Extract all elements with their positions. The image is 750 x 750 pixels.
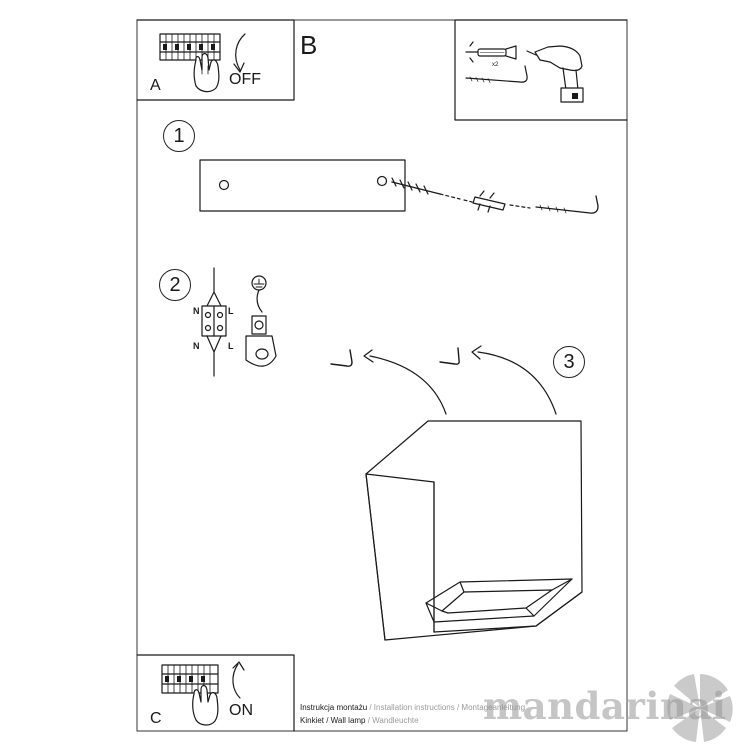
panel-a-box xyxy=(136,19,295,101)
step-2-badge: 2 xyxy=(159,269,191,301)
breaker-panel-icon xyxy=(159,33,221,61)
wire-label-n-top: N xyxy=(193,306,200,316)
wire-label-l-bottom: L xyxy=(228,341,234,351)
panel-a-action: OFF xyxy=(229,71,261,88)
panel-b-letter: B xyxy=(300,30,318,60)
wall-lamp-cube xyxy=(365,420,583,641)
footer-product: Kinkiet / Wall lamp xyxy=(300,716,366,725)
wire-label-l-top: L xyxy=(228,306,234,316)
wall-plate-diagram xyxy=(199,159,599,214)
hand-icon xyxy=(192,684,219,726)
placement-arrow-right xyxy=(471,345,557,415)
hook-screw-icon xyxy=(465,65,528,83)
ground-terminal-diagram xyxy=(245,275,277,367)
panel-b-box xyxy=(454,19,628,121)
step-1-badge: 1 xyxy=(163,120,195,152)
mounting-hook-left xyxy=(330,349,353,367)
footer-title-line: Instrukcja montażu / Installation instru… xyxy=(300,702,525,713)
drill-icon xyxy=(526,45,584,103)
step-1-number: 1 xyxy=(173,124,185,147)
watermark-orange-icon xyxy=(667,674,733,742)
footer-product-line: Kinkiet / Wall lamp / Wandleuchte xyxy=(300,715,419,726)
panel-a-letter: A xyxy=(150,77,161,94)
wire-label-n-bottom: N xyxy=(193,341,200,351)
footer-instructions: Instrukcja montażu xyxy=(300,703,368,712)
footer-product-translation: / Wandleuchte xyxy=(365,716,419,725)
wall-plug-screw-icon xyxy=(465,41,517,63)
panel-c-action: ON xyxy=(229,702,253,719)
switch-on-arrow-icon xyxy=(232,661,245,699)
step-3-number: 3 xyxy=(563,350,575,373)
page-frame xyxy=(136,19,628,732)
hand-icon xyxy=(193,52,220,93)
panel-c-letter: C xyxy=(150,710,162,727)
step-3-badge: 3 xyxy=(553,346,585,378)
terminal-block-diagram xyxy=(201,267,227,377)
placement-arrow-left xyxy=(363,349,447,415)
step-2-number: 2 xyxy=(169,273,181,296)
quantity-label: x2 xyxy=(492,62,499,68)
panel-c-box xyxy=(136,654,295,732)
mounting-hook-right xyxy=(439,347,460,365)
switch-off-arrow-icon xyxy=(233,33,246,73)
breaker-panel-icon xyxy=(161,664,219,694)
footer-instructions-translations: / Installation instructions / Montageanl… xyxy=(367,703,526,712)
